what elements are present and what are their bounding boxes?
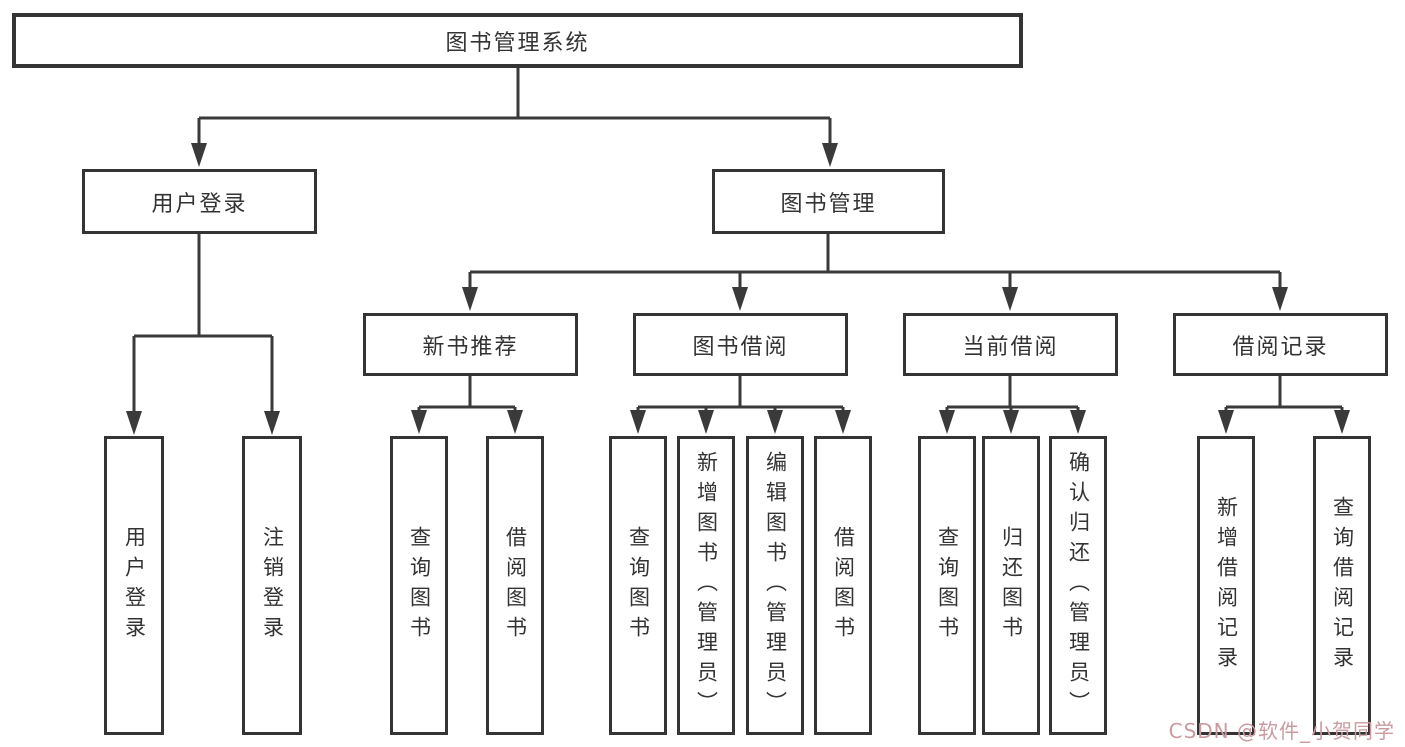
node-library-system-label: 图书管理系统 — [445, 30, 590, 56]
node-leaf-return-books: 归还图书 — [982, 436, 1040, 735]
arrowhead-icon — [698, 410, 714, 434]
node-leaf-add-books-admin: 新增图书（管理员） — [677, 436, 735, 735]
node-book-management-label: 图书管理 — [780, 191, 877, 217]
node-book-borrowing: 图书借阅 — [633, 313, 848, 376]
edge-current-borrowing-children — [945, 376, 1080, 412]
node-leaf-borrow-books-2-label: 借阅图书 — [831, 525, 856, 646]
node-current-borrowing-label: 当前借阅 — [962, 334, 1059, 360]
arrowhead-icon — [767, 410, 783, 434]
arrowhead-icon — [462, 287, 478, 311]
node-leaf-borrow-books-1-label: 借阅图书 — [503, 525, 528, 646]
node-leaf-query-books-3: 查询图书 — [918, 436, 976, 735]
node-leaf-query-books-1-label: 查询图书 — [407, 525, 432, 646]
node-leaf-confirm-return-admin-label: 确认归还（管理员） — [1066, 450, 1091, 721]
node-leaf-edit-books-admin: 编辑图书（管理员） — [746, 436, 804, 735]
node-new-book-recommend-label: 新书推荐 — [422, 334, 519, 360]
arrowhead-icon — [264, 411, 280, 435]
node-leaf-query-books-2-label: 查询图书 — [626, 525, 651, 646]
arrowhead-icon — [1272, 287, 1288, 311]
node-borrowing-records-label: 借阅记录 — [1232, 334, 1329, 360]
csdn-watermark: CSDN @软件_小贺同学 — [1168, 719, 1395, 743]
arrowhead-icon — [1218, 410, 1234, 434]
node-leaf-user-login-label: 用户登录 — [122, 525, 147, 646]
node-current-borrowing: 当前借阅 — [903, 313, 1118, 376]
node-book-management: 图书管理 — [712, 169, 945, 234]
arrowhead-icon — [507, 410, 523, 434]
edge-root-to-level2 — [197, 68, 832, 146]
node-leaf-logout: 注销登录 — [242, 436, 302, 735]
node-user-login-label: 用户登录 — [151, 191, 248, 217]
node-leaf-confirm-return-admin: 确认归还（管理员） — [1049, 436, 1107, 735]
arrowhead-icon — [939, 410, 955, 434]
node-leaf-edit-books-admin-label: 编辑图书（管理员） — [763, 450, 788, 721]
node-book-borrowing-label: 图书借阅 — [692, 334, 789, 360]
node-leaf-query-books-2: 查询图书 — [609, 436, 667, 735]
arrowhead-icon — [732, 287, 748, 311]
node-leaf-borrow-books-1: 借阅图书 — [486, 436, 544, 735]
edge-user-login-children — [132, 234, 274, 414]
arrowhead-icon — [835, 410, 851, 434]
node-leaf-query-books-3-label: 查询图书 — [935, 525, 960, 646]
edge-new-book-recommend-children — [417, 376, 517, 412]
node-leaf-query-borrow-record-label: 查询借阅记录 — [1330, 495, 1355, 676]
node-borrowing-records: 借阅记录 — [1173, 313, 1388, 376]
node-leaf-logout-label: 注销登录 — [260, 525, 285, 646]
arrowhead-icon — [191, 143, 207, 167]
node-leaf-query-borrow-record: 查询借阅记录 — [1313, 436, 1371, 735]
node-user-login: 用户登录 — [82, 169, 317, 234]
edge-book-management-children — [468, 234, 1282, 290]
node-leaf-add-borrow-record-label: 新增借阅记录 — [1214, 495, 1239, 676]
arrowhead-icon — [126, 411, 142, 435]
node-leaf-query-books-1: 查询图书 — [390, 436, 448, 735]
node-leaf-return-books-label: 归还图书 — [999, 525, 1024, 646]
edge-book-borrowing-children — [636, 376, 845, 412]
edge-borrowing-records-children — [1224, 376, 1344, 412]
arrowhead-icon — [1002, 287, 1018, 311]
arrowhead-icon — [630, 410, 646, 434]
arrowhead-icon — [1334, 410, 1350, 434]
node-leaf-user-login: 用户登录 — [104, 436, 164, 735]
arrowhead-icon — [822, 143, 838, 167]
arrowhead-icon — [1003, 410, 1019, 434]
node-library-system: 图书管理系统 — [12, 13, 1023, 68]
node-leaf-borrow-books-2: 借阅图书 — [814, 436, 872, 735]
arrowhead-icon — [411, 410, 427, 434]
node-leaf-add-books-admin-label: 新增图书（管理员） — [694, 450, 719, 721]
arrowhead-icon — [1070, 410, 1086, 434]
node-new-book-recommend: 新书推荐 — [363, 313, 578, 376]
node-leaf-add-borrow-record: 新增借阅记录 — [1197, 436, 1255, 735]
